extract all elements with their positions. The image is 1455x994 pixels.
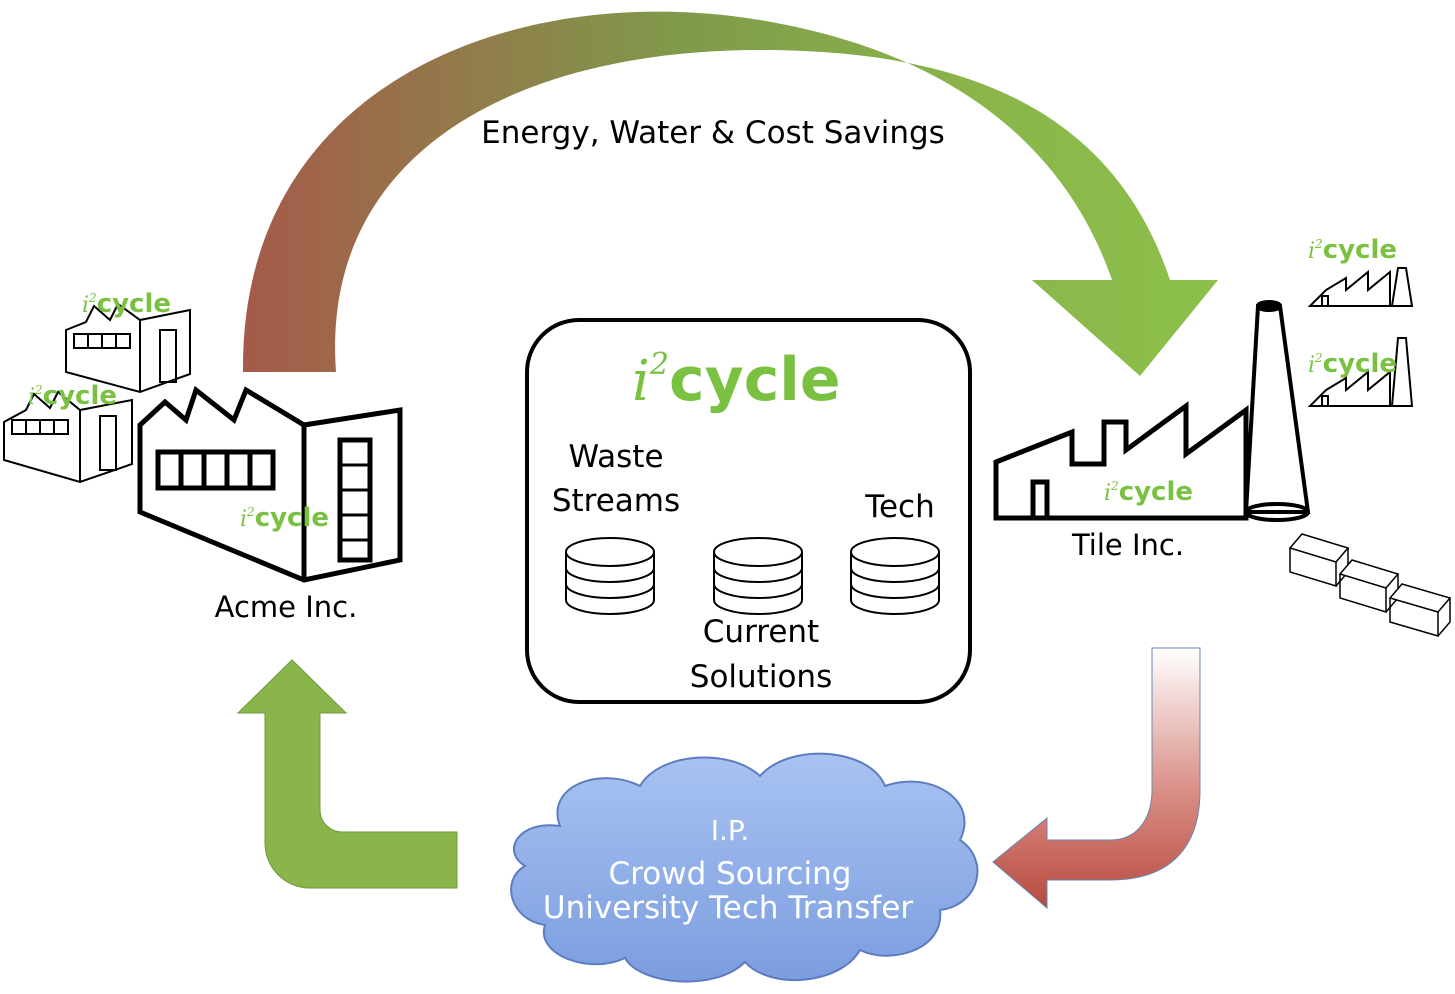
logo-small-left-1: i2cycle — [82, 289, 171, 319]
factory-icon-small-back — [65, 302, 191, 394]
logo-small-left-2: i2cycle — [28, 381, 117, 411]
logo-small-right-1: i2cycle — [1308, 235, 1397, 265]
factory-icon-small-right-2 — [1307, 337, 1414, 407]
factory-icon-small-front — [3, 390, 133, 484]
cloud-line-2: Crowd Sourcing — [609, 856, 852, 892]
center-box — [525, 318, 972, 704]
database-icon-current — [713, 537, 803, 615]
cloud-line-1: I.P. — [711, 814, 750, 847]
tech-label: Tech — [864, 489, 934, 525]
logo-small-tile: i2cycle — [1104, 477, 1193, 507]
current-label-2: Solutions — [690, 659, 832, 695]
cloud-line-3: University Tech Transfer — [543, 890, 913, 926]
center-logo: i2cycle — [632, 345, 841, 415]
factory-icon-acme — [137, 385, 403, 583]
logo-small-acme: i2cycle — [240, 503, 329, 533]
svg-text:i2cycle: i2cycle — [82, 289, 171, 319]
waste-label-2: Streams — [552, 483, 680, 519]
acme-label: Acme Inc. — [215, 590, 358, 624]
database-icon-waste — [565, 537, 655, 615]
logo-small-right-2: i2cycle — [1308, 349, 1397, 379]
svg-text:i2cycle: i2cycle — [1308, 349, 1397, 379]
factory-icon-tile — [993, 401, 1249, 521]
svg-text:i2cycle: i2cycle — [28, 381, 117, 411]
svg-text:i2cycle: i2cycle — [1104, 477, 1193, 507]
left-return-arrow — [236, 659, 458, 889]
factory-icon-small-right-1 — [1307, 267, 1414, 307]
waste-label-1: Waste — [568, 439, 663, 475]
top-arc-arrow — [242, 11, 1219, 376]
tile-box-icon-3 — [1388, 583, 1452, 637]
svg-text:i2cycle: i2cycle — [632, 345, 841, 415]
svg-text:i2cycle: i2cycle — [1308, 235, 1397, 265]
tile-label: Tile Inc. — [1071, 528, 1184, 562]
top-arrow-label: Energy, Water & Cost Savings — [481, 115, 945, 151]
right-return-arrow — [992, 647, 1201, 910]
svg-text:i2cycle: i2cycle — [240, 503, 329, 533]
chimney-icon — [1243, 300, 1311, 522]
current-label-1: Current — [703, 614, 819, 650]
ip-cloud: I.P. Crowd Sourcing University Tech Tran… — [510, 752, 979, 983]
database-icon-tech — [850, 537, 940, 615]
